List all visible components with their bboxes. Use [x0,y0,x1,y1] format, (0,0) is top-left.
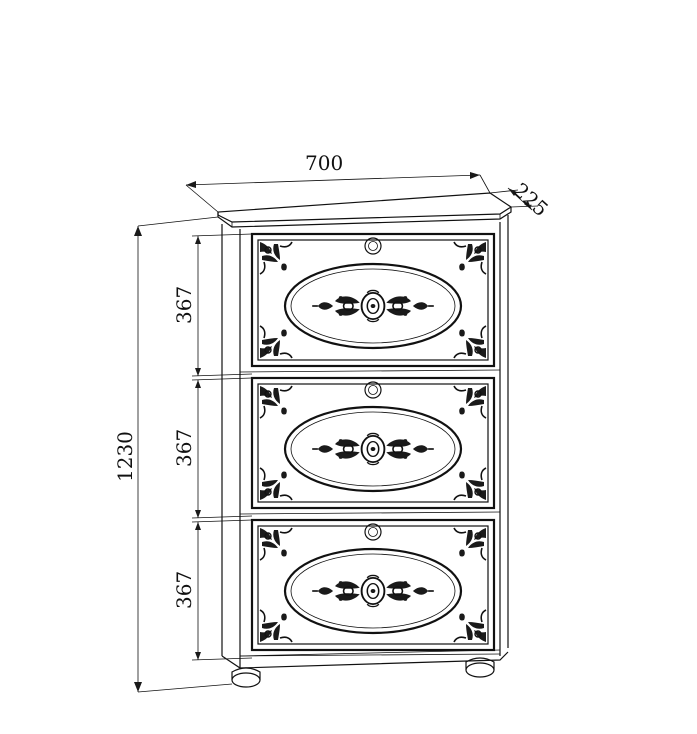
drawer-dim-ext-bottom [191,657,253,661]
drawer-oval-inner [290,268,456,344]
width-label: 700 [305,151,343,175]
drawer-height-label: 367 [172,429,196,467]
drawer-oval-panel [283,262,463,350]
right-foot [465,662,495,678]
floral-corner-icon [259,241,293,275]
floral-corner-icon [259,325,293,359]
drawer-dim-arrow-bottom [195,368,201,376]
drawer-front-frame [250,232,496,368]
depth-ext-front [510,205,539,208]
drawer-dim-ext-top [191,233,253,237]
ring-knob-icon[interactable] [364,381,382,399]
height-label: 1230 [113,431,137,482]
drawer-separator [239,653,501,657]
top-slab-upper [217,192,513,223]
depth-arrow-top [508,188,517,196]
floral-corner-icon [259,467,293,501]
ring-knob-inner [368,241,378,251]
drawer-separator [239,511,501,515]
floral-corner-icon [453,527,487,561]
drawer-inner-panel [257,525,489,645]
width-dimension-line [185,174,481,186]
drawer-oval-inner [290,411,456,487]
height-arrow-bottom [134,682,142,692]
drawer-dim-arrow-bottom [195,652,201,660]
dimension-height: 1230 [113,216,233,693]
floral-corner-icon [453,467,487,501]
depth-label: 225 [509,178,553,221]
height-arrow-top [134,226,142,236]
drawer-dim-ext-top [191,519,253,523]
floral-corner-icon [259,609,293,643]
dimension-width: 700 [185,151,491,213]
floral-corner-icon [453,609,487,643]
top-slab-edge [217,207,512,228]
width-arrow-right [470,172,480,179]
width-ext-left [185,184,219,213]
drawer-dim-arrow-top [195,522,201,530]
drawer-dim-ext-top [191,377,253,381]
drawer-dimension-2: 367 [172,377,253,519]
height-ext-top [137,216,219,227]
drawer-oval-panel [283,547,463,635]
drawer-2[interactable] [239,376,501,515]
floral-corner-icon [453,325,487,359]
drawer-oval-panel [283,405,463,493]
left-foot [231,672,261,688]
drawer-dim-ext-bottom [191,373,253,377]
floral-corner-icon [259,527,293,561]
drawer-dimension-1: 367 [172,233,253,377]
cabinet-body [217,192,513,688]
medallion-ornament-icon [311,289,435,323]
drawer-front-frame [250,376,496,510]
drawer-1[interactable] [239,232,501,373]
medallion-ornament-icon [311,574,435,608]
floral-corner-icon [453,385,487,419]
medallion-ornament-icon [311,432,435,466]
ring-knob-icon[interactable] [364,523,382,541]
drawer-height-label: 367 [172,571,196,609]
width-ext-right [479,174,491,194]
left-foot-top [231,667,261,680]
ring-knob-icon[interactable] [364,237,382,255]
drawer-dim-arrow-top [195,236,201,244]
drawer-separator [239,369,501,373]
drawer-dim-arrow-top [195,380,201,388]
dimension-drawers: 367 367 367 [172,233,253,661]
height-ext-bottom [137,683,233,693]
drawer-3[interactable] [239,518,501,657]
floral-corner-icon [453,241,487,275]
width-arrow-left [186,181,196,188]
floral-corner-icon [259,385,293,419]
drawer-inner-panel [257,383,489,503]
drawer-height-label: 367 [172,286,196,324]
drawer-dimension-3: 367 [172,519,253,661]
drawer-fronts [239,232,501,657]
ring-knob-inner [368,527,378,537]
drawer-inner-panel [257,239,489,361]
drawer-oval-inner [290,553,456,629]
drawer-front-frame [250,518,496,652]
drawer-dim-ext-bottom [191,515,253,519]
ring-knob-inner [368,385,378,395]
drawer-dim-arrow-bottom [195,510,201,518]
plinth-bottom [221,651,509,669]
depth-arrow-bottom [524,201,532,210]
right-foot-top [465,657,495,670]
